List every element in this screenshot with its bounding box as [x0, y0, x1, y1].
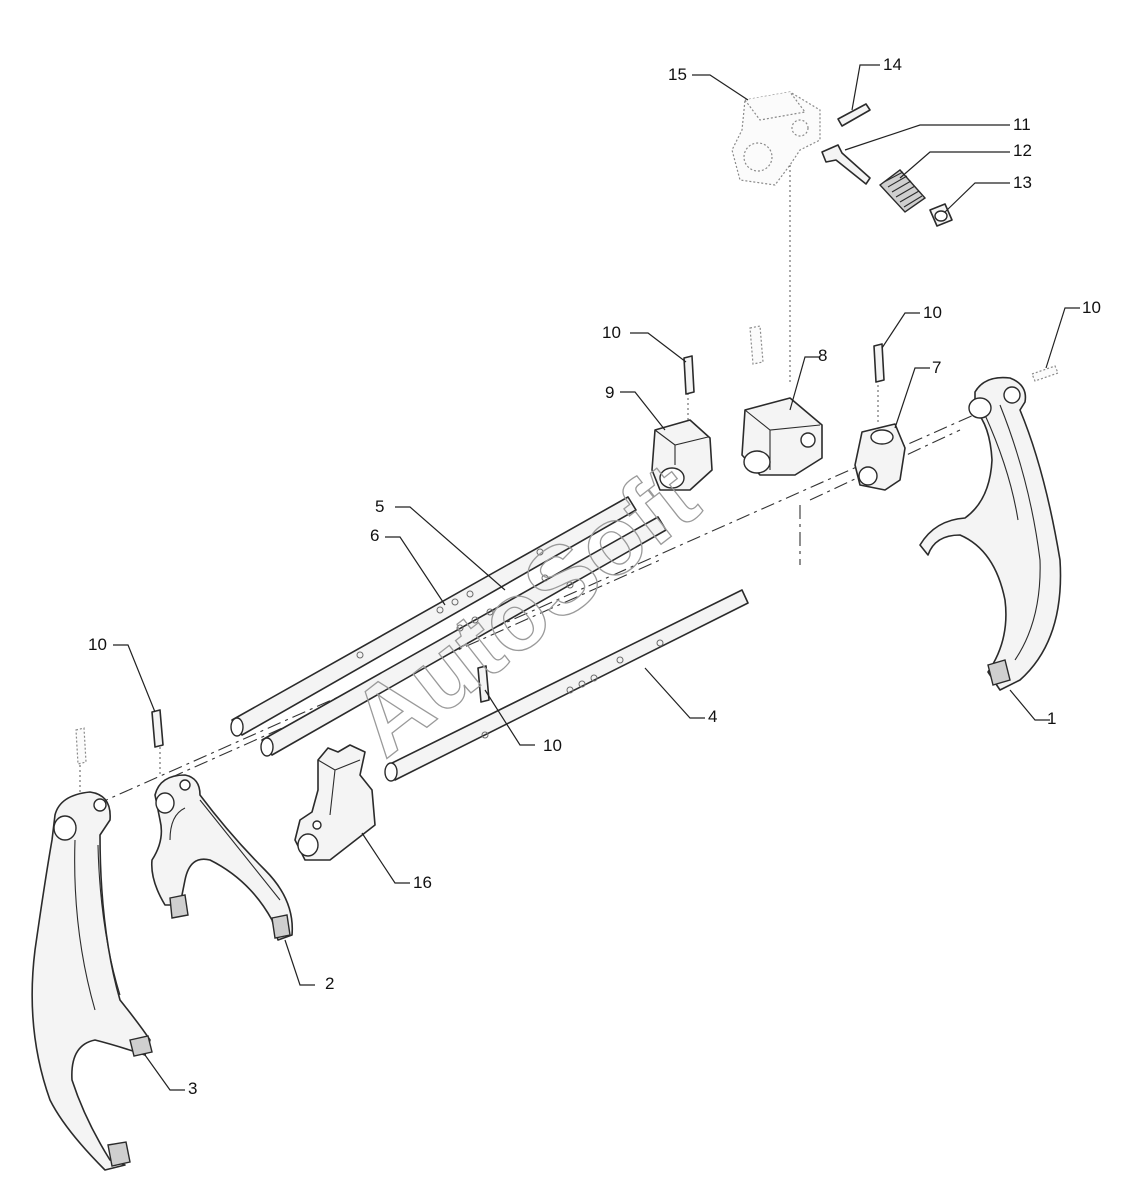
shift-fork-1: [919, 376, 1062, 691]
shift-block-7: [854, 423, 906, 491]
callout-10-e: 10: [543, 736, 562, 755]
callout-4: 4: [708, 707, 717, 726]
plunger-11: [821, 144, 871, 185]
callout-15: 15: [668, 65, 687, 84]
callout-14: 14: [883, 55, 902, 74]
callout-labels: 1 2 3 4 5 6 7 8 9 10 10 10 10 10 11 12 1…: [88, 55, 1101, 1098]
watermark-text: AutoSoft: [332, 443, 717, 777]
callout-10-d: 10: [88, 635, 107, 654]
callout-9: 9: [605, 383, 614, 402]
shift-block-9: [651, 419, 713, 491]
pin-14: [837, 103, 871, 127]
pin-10-c: [873, 343, 885, 383]
shift-fork-2: [150, 774, 294, 941]
callout-16: 16: [413, 873, 432, 892]
callout-10-a: 10: [602, 323, 621, 342]
pin-10-e: [1031, 365, 1059, 382]
callout-5: 5: [375, 497, 384, 516]
callout-11: 11: [1013, 115, 1031, 134]
callout-3: 3: [188, 1079, 197, 1098]
callout-12: 12: [1013, 141, 1032, 160]
callout-10-b: 10: [923, 303, 942, 322]
callout-8: 8: [818, 346, 827, 365]
pin-10-g: [75, 727, 87, 765]
shift-fork-3: [31, 791, 153, 1171]
callout-10-c: 10: [1082, 298, 1101, 317]
shift-rod-4: [384, 589, 749, 782]
callout-2: 2: [325, 974, 334, 993]
callout-13: 13: [1013, 173, 1032, 192]
callout-7: 7: [932, 358, 941, 377]
leader-lines: [113, 64, 1080, 1091]
shift-block-8: [741, 397, 823, 476]
callout-1: 1: [1047, 709, 1056, 728]
shift-rod-5: [260, 516, 667, 757]
shift-block-15: [731, 91, 821, 186]
pin-10-f: [151, 709, 164, 748]
spring-12: [878, 169, 927, 213]
shift-rod-6: [230, 496, 637, 737]
plug-13: [929, 203, 953, 227]
pin-10-b: [749, 325, 764, 365]
shift-fork-16: [294, 744, 376, 861]
pin-10-a: [683, 355, 695, 395]
callout-6: 6: [370, 526, 379, 545]
